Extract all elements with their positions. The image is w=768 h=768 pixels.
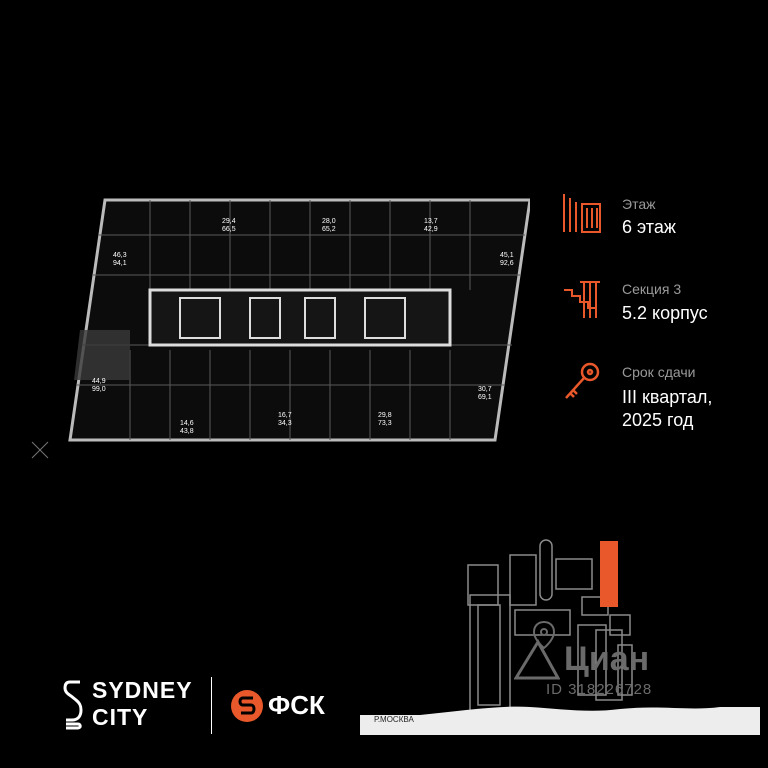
key-icon [565, 362, 600, 399]
section-value: 5.2 корпус [622, 303, 708, 323]
floor-label: Этаж [622, 196, 656, 212]
deadline-label: Срок сдачи [622, 364, 696, 380]
floor-icon [563, 194, 601, 233]
deadline-value-line1: III квартал, [622, 387, 713, 407]
floor-value: 6 этаж [622, 217, 676, 237]
watermark-name: Циан [564, 640, 650, 678]
deadline-value-line2: 2025 год [622, 410, 694, 430]
highlighted-building [600, 541, 618, 607]
divider [211, 677, 212, 734]
section-label: Секция 3 [622, 281, 682, 297]
developer-name: ФСК [268, 690, 325, 720]
floor-plan-drawing [68, 198, 532, 442]
sydney-city-logo-icon [63, 680, 83, 730]
watermark-id: ID 318226728 [546, 681, 653, 698]
pin-icon [532, 620, 556, 650]
logo-line2: CITY [92, 704, 149, 730]
logo-line1: SYDNEY [92, 677, 193, 703]
compass-icon [31, 441, 49, 459]
site-map [360, 539, 760, 735]
river-label: Р.МОСКВА [374, 715, 414, 724]
fsk-logo-icon [231, 690, 263, 722]
section-icon [564, 281, 600, 318]
cian-logo-icon [514, 639, 560, 680]
